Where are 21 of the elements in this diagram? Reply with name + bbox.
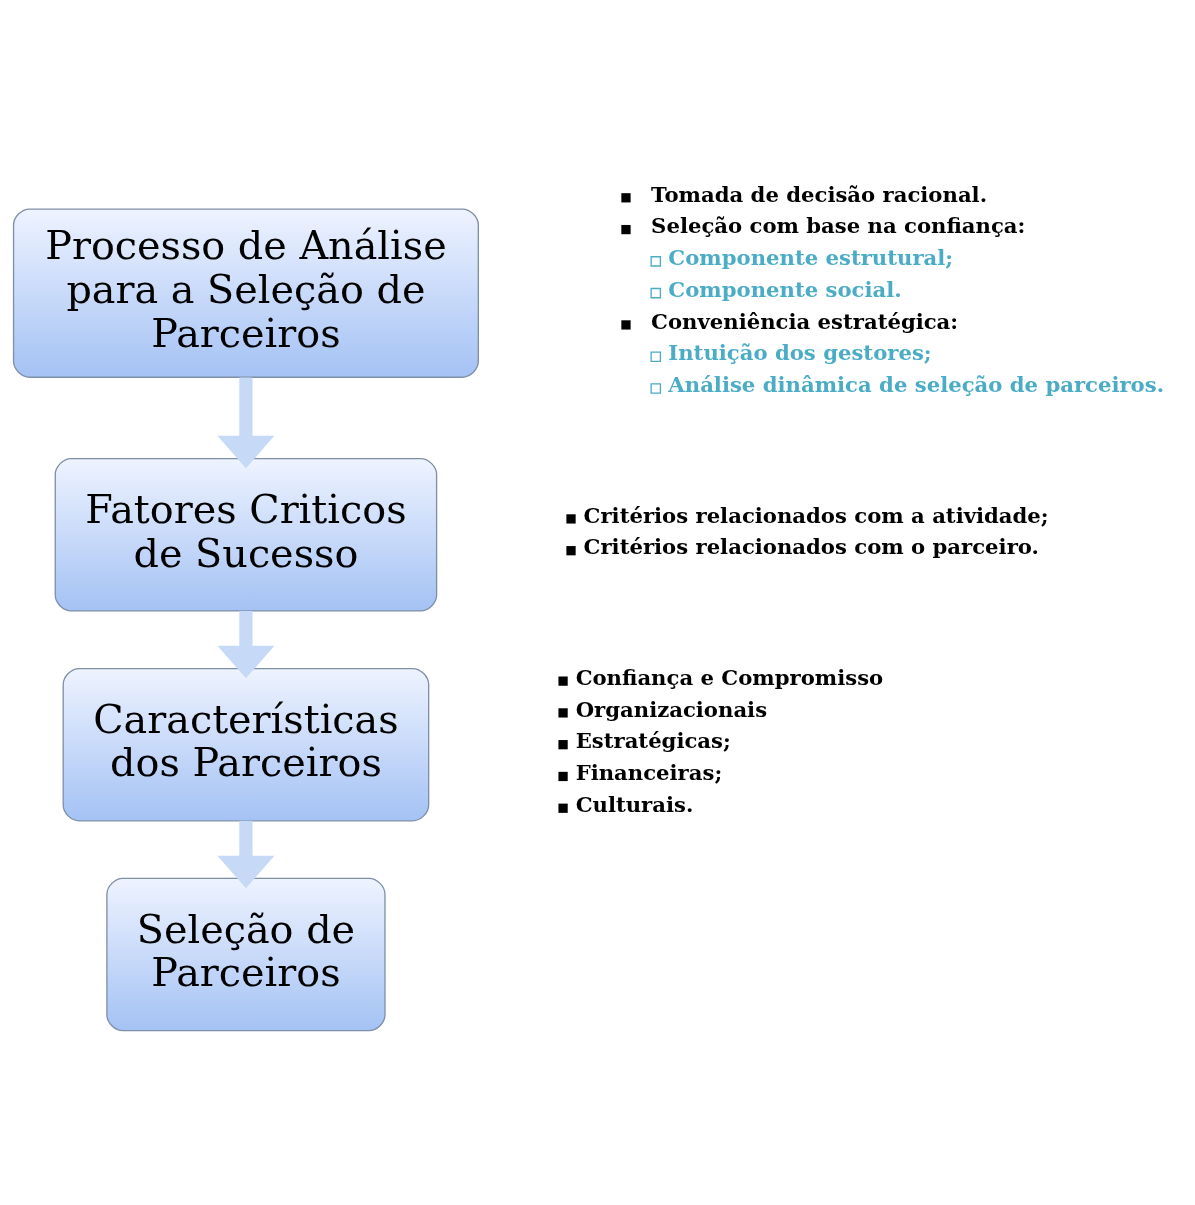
node-label: Estratégicas; bbox=[575, 727, 731, 753]
node-label: Culturais. bbox=[575, 791, 694, 817]
arrow bbox=[217, 376, 275, 468]
node-label: Conveniência estratégica: bbox=[651, 308, 959, 334]
node-label: Seleção com base na confiança: bbox=[651, 212, 1026, 238]
node-box: Características dos Parceiros bbox=[62, 667, 430, 821]
node-label: Financeiras; bbox=[575, 759, 723, 785]
node-label: Tomada de decisão racional. bbox=[651, 181, 988, 207]
node-label: Critérios relacionados com o parceiro. bbox=[583, 533, 1039, 559]
node-box: Seleção de Parceiros bbox=[106, 877, 386, 1031]
node-label: Critérios relacionados com a atividade; bbox=[583, 502, 1049, 528]
node-label: Confiança e Compromisso bbox=[575, 664, 884, 690]
arrow bbox=[217, 610, 275, 678]
node-label: Organizacionais bbox=[575, 696, 768, 722]
node-box: Fatores Criticos de Sucesso bbox=[54, 457, 438, 612]
arrow bbox=[217, 820, 275, 888]
node-label: Componente social. bbox=[668, 276, 902, 302]
node-label: Intuição dos gestores; bbox=[668, 339, 932, 365]
node-box: Processo de Análise para a Seleção de Parceiros bbox=[12, 207, 479, 378]
node-label: Componente estrutural; bbox=[668, 244, 954, 270]
node-label: Análise dinâmica de seleção de parceiros. bbox=[668, 371, 1165, 397]
